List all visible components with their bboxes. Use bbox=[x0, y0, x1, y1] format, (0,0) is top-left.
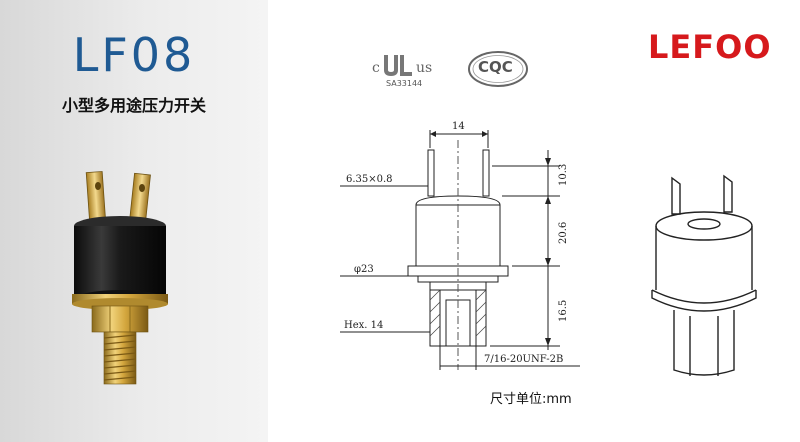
product-photo bbox=[72, 171, 168, 385]
dim-width-top: 14 bbox=[452, 121, 465, 132]
dimension-drawing: 14 6.35×0.8 10.3 φ23 20.6 Hex. 14 16.5 7… bbox=[340, 121, 757, 376]
dim-fitting-height: 16.5 bbox=[558, 300, 569, 322]
product-subtitle: 小型多用途压力开关 bbox=[61, 96, 206, 115]
ul-file-code: SA33144 bbox=[386, 79, 423, 88]
cqc-certification-icon bbox=[468, 51, 528, 87]
outline-view bbox=[651, 174, 757, 376]
brand-logo: LEFOO bbox=[648, 28, 772, 66]
dim-hex: Hex. 14 bbox=[344, 320, 383, 331]
model-title: LF08 bbox=[72, 28, 196, 82]
dim-terminal: 6.35×0.8 bbox=[346, 174, 393, 185]
svg-text:us: us bbox=[416, 60, 432, 76]
cqc-label: CQC bbox=[478, 58, 513, 76]
dim-diameter: φ23 bbox=[354, 264, 374, 275]
units-label: 尺寸单位:mm bbox=[490, 392, 572, 407]
svg-text:c: c bbox=[372, 60, 380, 76]
dim-body-height: 20.6 bbox=[558, 222, 569, 244]
dim-thread: 7/16-20UNF-2B bbox=[484, 354, 563, 365]
dim-terminal-height: 10.3 bbox=[558, 164, 569, 186]
ul-certification-icon: c us bbox=[372, 55, 432, 76]
